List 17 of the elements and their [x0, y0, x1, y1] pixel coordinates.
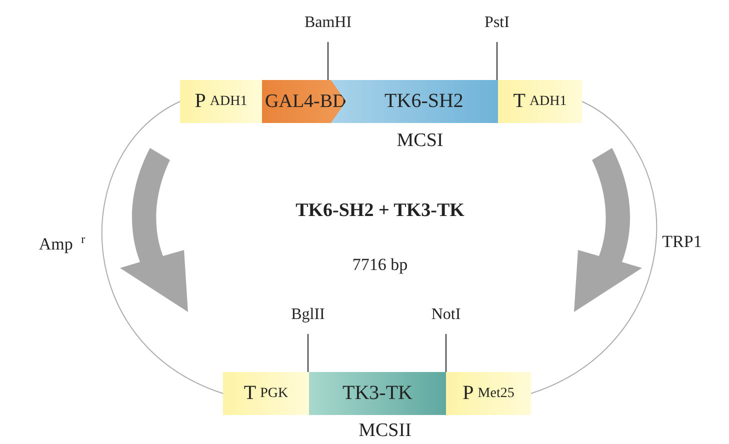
size-label: 7716 bp	[352, 255, 408, 275]
plasmid-title: TK6-SH2 + TK3-TK	[296, 200, 464, 222]
site-tick	[307, 334, 309, 372]
site-label: NotI	[431, 306, 461, 324]
gene-label: Amp $^{r}$	[38, 232, 86, 255]
site-tick	[496, 42, 498, 80]
site-label: BamHI	[304, 14, 352, 32]
site-tick	[445, 334, 447, 372]
backbone-line	[530, 101, 657, 394]
site-label: PstI	[484, 14, 510, 32]
gene-label: TRP1	[662, 232, 702, 252]
site-tick	[327, 42, 329, 80]
backbone-line	[102, 101, 224, 394]
region-label: MCSI	[396, 130, 444, 152]
site-label: BglII	[291, 306, 325, 324]
region-label: MCSII	[358, 420, 412, 442]
insert-box: TK3-TK	[309, 372, 446, 415]
